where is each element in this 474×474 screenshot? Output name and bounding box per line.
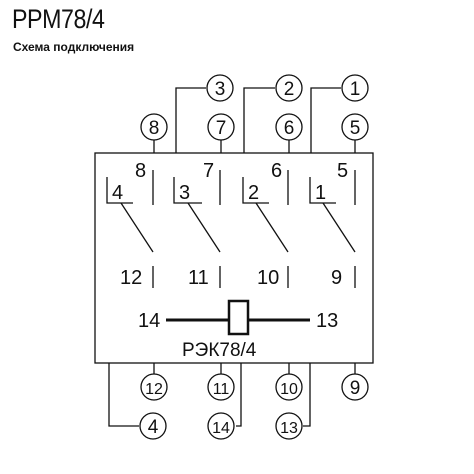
contact-group-2 [173, 170, 221, 288]
contact-nc-label-6: 6 [271, 160, 282, 182]
pin-circle-13 [275, 412, 303, 440]
contact-group-1 [106, 170, 154, 288]
contact-no-label-9: 9 [331, 267, 342, 289]
pin-circle-9 [341, 373, 369, 401]
pin-circle-10 [275, 373, 303, 401]
contact-group-3 [242, 170, 289, 288]
pin-circle-11 [207, 373, 235, 401]
pin-label-9: 9 [350, 378, 361, 399]
pin-label-12: 12 [145, 381, 163, 398]
relay-body [94, 152, 374, 364]
contact-no-label-12: 12 [120, 267, 142, 289]
pin-2-lead [243, 87, 275, 153]
contact-common-label-1: 1 [315, 182, 326, 204]
pin-circle-4 [139, 412, 167, 440]
pin-circle-5 [341, 113, 369, 141]
pin-label-10: 10 [280, 381, 298, 398]
page-title: PPM78/4 [12, 4, 105, 34]
pin-label-1: 1 [350, 79, 361, 100]
pin-4-lead [108, 363, 139, 427]
page-subtitle: Схема подключения [13, 40, 135, 54]
contact-common-label-4: 4 [112, 182, 123, 204]
pin-label-14: 14 [212, 420, 230, 437]
pin-circle-6 [275, 113, 303, 141]
contact-common-label-2: 2 [248, 182, 259, 204]
pin-13-lead [303, 363, 311, 427]
pin-label-2: 2 [284, 79, 295, 100]
pin-label-6: 6 [284, 118, 295, 139]
pin-label-13: 13 [280, 420, 298, 437]
contact-common-label-3: 3 [179, 182, 190, 204]
contact-no-label-11: 11 [188, 267, 209, 289]
pin-circle-1 [341, 74, 369, 102]
pin-3-lead [175, 87, 206, 153]
pin-circle-3 [206, 74, 234, 102]
contact-nc-label-8: 8 [135, 160, 146, 182]
coil-label-13: 13 [316, 310, 338, 332]
pin-label-8: 8 [149, 118, 160, 139]
pin-circle-8 [140, 113, 168, 141]
contact-no-label-10: 10 [257, 267, 279, 289]
coil-symbol [227, 299, 250, 336]
pin-label-3: 3 [215, 79, 226, 100]
pin-label-7: 7 [216, 118, 227, 139]
pin-1-lead [310, 87, 341, 153]
coil-label-14: 14 [138, 310, 160, 332]
pin-label-4: 4 [148, 417, 159, 438]
contact-nc-label-7: 7 [203, 160, 214, 182]
pin-label-11: 11 [213, 381, 230, 398]
contact-nc-label-5: 5 [337, 160, 348, 182]
contact-group-4 [309, 170, 356, 288]
pin-label-5: 5 [350, 118, 361, 139]
pin-circle-14 [207, 412, 235, 440]
pin-circle-7 [207, 113, 235, 141]
pin-circle-2 [275, 74, 303, 102]
pin-circle-12 [140, 373, 168, 401]
model-label: РЭК78/4 [182, 340, 257, 361]
pin-14-lead [236, 363, 242, 427]
